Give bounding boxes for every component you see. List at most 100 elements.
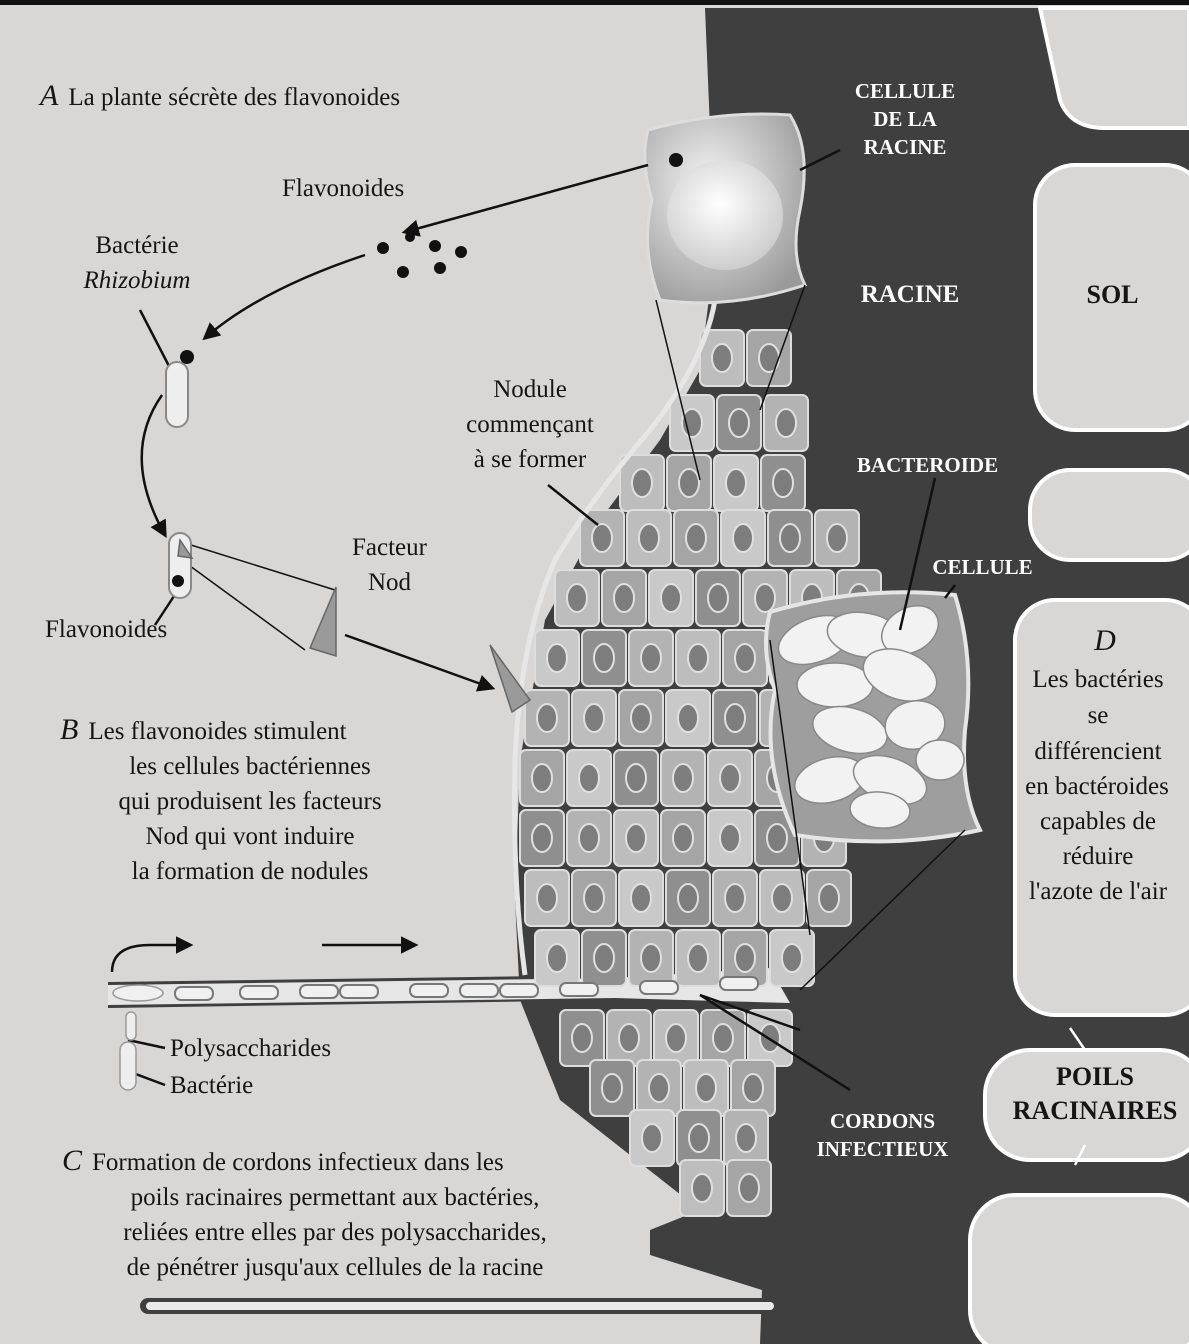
nodule-cell xyxy=(764,395,808,451)
section-d-line2: se xyxy=(1013,698,1183,733)
nodule-cell xyxy=(567,810,611,866)
section-d-line5: capables de xyxy=(1013,804,1183,839)
nodule-cell xyxy=(535,930,579,986)
label-cellule: CELLULE xyxy=(915,554,1050,581)
nodule-cell xyxy=(747,330,791,386)
nodule-cell xyxy=(717,395,761,451)
thread-bacterium xyxy=(175,987,213,1000)
nodule-cell xyxy=(619,690,663,746)
section-b-line1: BLes flavonoides stimulent xyxy=(60,712,347,749)
nodule-cell xyxy=(607,1010,651,1066)
nodule-cell xyxy=(630,1110,674,1166)
nodule-cell xyxy=(721,510,765,566)
nodule-cell xyxy=(629,630,673,686)
nodule-cell xyxy=(627,510,671,566)
nodule-cell xyxy=(670,395,714,451)
nodule-cell xyxy=(727,1160,771,1216)
section-b-line3: qui produisent les facteurs xyxy=(60,784,440,819)
thread-bacterium xyxy=(560,983,598,996)
label-bacterie-small: Bactérie xyxy=(170,1068,253,1103)
nodule-cell xyxy=(724,1110,768,1166)
nodule-cell xyxy=(708,810,752,866)
nodule-cell xyxy=(815,510,859,566)
top-border xyxy=(0,0,1189,5)
label-flavonoides-top: Flavonoides xyxy=(282,171,404,206)
section-a-title: ALa plante sécrète des flavonoides xyxy=(40,78,400,115)
nodule-cell xyxy=(713,690,757,746)
bacteroid xyxy=(916,740,964,780)
section-c-line3: reliées entre elles par des polysacchari… xyxy=(60,1215,610,1250)
label-poils-2: RACINAIRES xyxy=(995,1096,1189,1126)
label-bacteroide: BACTEROIDE xyxy=(840,452,1015,479)
label-nodule-3: à se former xyxy=(440,442,620,477)
label-rhizobium: Rhizobium xyxy=(62,263,212,298)
section-d-line4: en bactéroides xyxy=(1005,769,1189,804)
thread-bacterium xyxy=(340,985,378,998)
nodule-cell xyxy=(582,930,626,986)
thread-bacterium xyxy=(240,986,278,999)
nodule-cell xyxy=(661,810,705,866)
label-cellule-racine-2: DE LA xyxy=(825,106,985,133)
label-racine: RACINE xyxy=(830,281,990,308)
nodule-cell xyxy=(614,810,658,866)
nodule-cell xyxy=(525,870,569,926)
nodule-cell xyxy=(555,570,599,626)
thread-bacterium xyxy=(720,977,758,990)
nodule-cell xyxy=(535,630,579,686)
nodule-cell xyxy=(723,630,767,686)
thread-bacterium xyxy=(300,985,338,998)
nodule-cell xyxy=(629,930,673,986)
nodule-cell xyxy=(713,870,757,926)
nodule-cell xyxy=(696,570,740,626)
nodule-cell xyxy=(580,510,624,566)
label-cellule-racine-3: RACINE xyxy=(825,134,985,161)
label-nodule-1: Nodule xyxy=(440,372,620,407)
nodule-cell xyxy=(590,1060,634,1116)
nodule-cell xyxy=(572,690,616,746)
bacteroid xyxy=(797,663,873,707)
nodule-cell xyxy=(760,870,804,926)
nodule-cell xyxy=(661,750,705,806)
label-poils-1: POILS xyxy=(995,1062,1189,1092)
nodule-cell xyxy=(768,510,812,566)
nodule-cell xyxy=(674,510,718,566)
label-flavonoides-bottom: Flavonoides xyxy=(45,612,167,647)
nodule-cell xyxy=(770,930,814,986)
nodule-cell xyxy=(602,570,646,626)
label-cordons-1: CORDONS xyxy=(795,1108,970,1135)
flavonoid-dots xyxy=(377,232,467,278)
label-polysaccharides: Polysaccharides xyxy=(170,1031,331,1066)
nodule-cell xyxy=(714,455,758,511)
nodule-cell xyxy=(637,1060,681,1116)
nodule-cell xyxy=(520,810,564,866)
infected-cell xyxy=(766,592,980,841)
nodule-cell xyxy=(620,455,664,511)
section-b-line5: la formation de nodules xyxy=(60,854,440,889)
nodule-cell xyxy=(677,1110,721,1166)
nodule-cell xyxy=(666,690,710,746)
nodule-cell xyxy=(676,930,720,986)
label-sol: SOL xyxy=(1055,280,1170,310)
nodule-cell xyxy=(731,1060,775,1116)
nodule-cell xyxy=(676,630,720,686)
root-cell xyxy=(645,114,805,303)
nodule-cell xyxy=(572,870,616,926)
nodule-cell xyxy=(680,1160,724,1216)
nodule-cell xyxy=(807,870,851,926)
thread-bacterium xyxy=(640,981,678,994)
nodule-cell xyxy=(666,870,710,926)
section-c-line1: CFormation de cordons infectieux dans le… xyxy=(62,1143,504,1180)
thread-bacterium xyxy=(410,984,448,997)
thread-bacterium xyxy=(460,984,498,997)
nodule-cell xyxy=(684,1060,728,1116)
nodule-cell xyxy=(520,750,564,806)
section-b-line4: Nod qui vont induire xyxy=(60,819,440,854)
nodule-cell xyxy=(582,630,626,686)
label-facteur: Facteur xyxy=(322,530,457,565)
label-bacterie: Bactérie xyxy=(62,228,212,263)
nodule-cell xyxy=(525,690,569,746)
label-nod: Nod xyxy=(322,565,457,600)
section-b-line2: les cellules bactériennes xyxy=(60,749,440,784)
nodule-cell xyxy=(761,455,805,511)
